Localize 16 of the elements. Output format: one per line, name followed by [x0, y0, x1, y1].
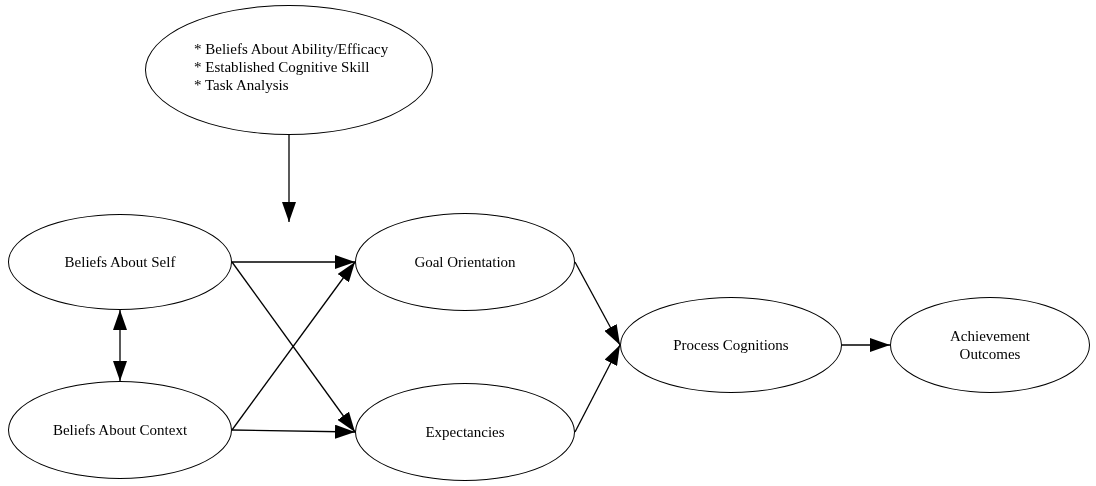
- arrow: [282, 134, 296, 223]
- node-text: * Established Cognitive Skill: [194, 58, 370, 76]
- node-text: Expectancies: [425, 423, 505, 441]
- node-text: * Beliefs About Ability/Efficacy: [194, 40, 389, 58]
- arrow: [231, 255, 356, 269]
- arrow: [574, 261, 621, 346]
- arrow: [841, 338, 891, 352]
- arrow: [113, 309, 127, 382]
- node-text: * Task Analysis: [194, 76, 289, 94]
- node-text: Goal Orientation: [414, 253, 516, 271]
- node-text: Process Cognitions: [673, 336, 789, 354]
- arrow: [574, 344, 621, 433]
- arrow: [231, 424, 356, 439]
- node-text: Achievement Outcomes: [949, 327, 1031, 363]
- node-text: Beliefs About Self: [64, 253, 176, 271]
- node-text: Beliefs About Context: [52, 421, 188, 439]
